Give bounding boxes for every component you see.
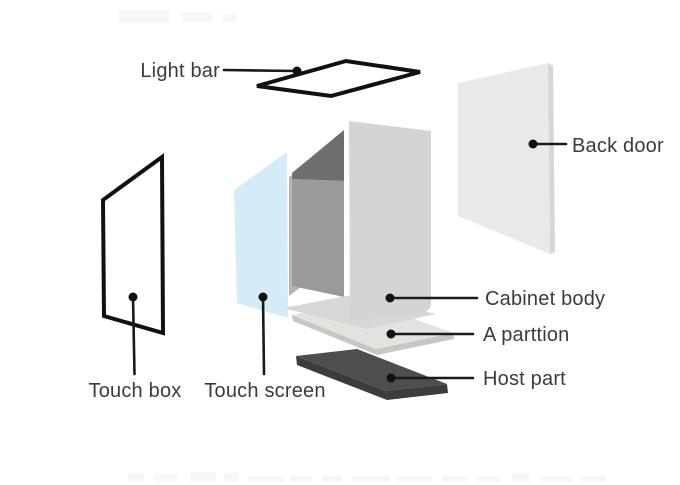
touch-screen-panel (234, 152, 288, 318)
cabinet-interior (289, 130, 344, 297)
leader-touch-screen (258, 292, 268, 376)
back-door-edge (548, 63, 555, 254)
cabinet-interior-top (292, 130, 344, 181)
light-bar-shape (256, 58, 421, 99)
cabinet-side-panel (349, 121, 431, 320)
leader-back-door (528, 139, 568, 149)
label-back-door: Back door (572, 135, 664, 157)
label-touch-box: Touch box (89, 380, 182, 402)
host-part-slab (296, 349, 448, 400)
leader-partition (386, 329, 475, 339)
leader-light-bar (222, 66, 302, 76)
back-door-panel (458, 63, 555, 254)
partition-thickness (292, 315, 454, 355)
label-cabinet-body: Cabinet body (485, 288, 605, 310)
host-part-face (296, 349, 447, 391)
back-door-face (458, 63, 550, 254)
host-part-edge-right (386, 384, 448, 400)
label-partition: A parttion (483, 324, 570, 346)
leader-host-part (386, 373, 475, 383)
cabinet-interior-back (292, 179, 344, 297)
label-host-part: Host part (483, 368, 566, 390)
jpeg-artifact-row (118, 10, 606, 482)
host-part-edge-left (296, 356, 387, 400)
label-light-bar: Light bar (140, 60, 220, 82)
leader-touch-box (128, 292, 138, 376)
leader-cabinet-body (385, 293, 479, 303)
touch-box-shape (100, 153, 166, 336)
label-touch-screen: Touch screen (204, 380, 325, 402)
